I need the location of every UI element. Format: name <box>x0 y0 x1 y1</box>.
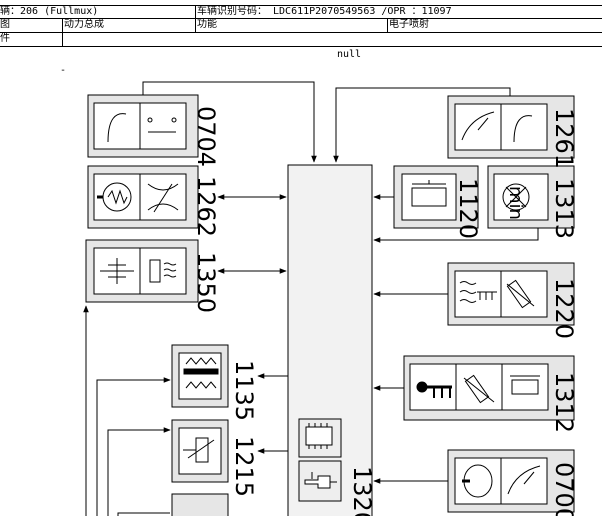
component-1312 <box>403 355 575 421</box>
sensor-curve-icon <box>513 115 533 143</box>
thermistor-icon <box>464 374 490 404</box>
header-cell: 件 <box>0 33 10 44</box>
code-1312: 1312 <box>550 372 578 433</box>
component-1262 <box>87 165 199 229</box>
component-1120 <box>393 165 479 229</box>
header-divider <box>387 18 388 32</box>
header-divider <box>195 5 196 32</box>
wire <box>142 81 317 163</box>
header-table: 辆：206 (Fullmux) 车辆识别号码： LDC611P207054956… <box>0 0 602 48</box>
sensor-curve-icon <box>107 113 127 143</box>
header-divider <box>62 18 63 46</box>
component-1220 <box>447 262 575 326</box>
ecu-injector-icon <box>298 460 342 502</box>
code-1262: 1262 <box>192 176 220 237</box>
component-1350 <box>85 239 199 303</box>
speed-sensor-icon <box>502 183 530 211</box>
header-cell: 功能 <box>197 19 217 30</box>
component-1135 <box>171 344 229 408</box>
header-rule <box>0 46 602 47</box>
component-1215 <box>171 419 229 483</box>
header-cell: 图 <box>0 19 10 30</box>
code-1215: 1215 <box>230 436 258 497</box>
wire <box>107 427 171 516</box>
coolant-temp-icon <box>459 281 477 303</box>
wire <box>373 228 539 243</box>
code-1220: 1220 <box>550 278 578 339</box>
header-rule <box>0 32 602 33</box>
code-1261: 1261 <box>550 108 578 169</box>
code-1120: 1120 <box>454 178 482 239</box>
thermistor-icon <box>506 279 532 309</box>
vin-number: 车辆识别号码： LDC611P2070549563 /OPR ：11097 <box>197 6 452 17</box>
header-cell: 电子喷射 <box>389 19 429 30</box>
code-1320: 1320 <box>348 466 376 516</box>
ecu-chip-icon <box>298 418 342 458</box>
header-rule <box>0 5 602 6</box>
component-1313 <box>487 165 575 229</box>
wire <box>333 87 511 163</box>
code-0700: 0700 <box>550 462 578 516</box>
coil-icon <box>185 357 217 365</box>
component-0700 <box>447 449 575 513</box>
wire <box>117 512 170 516</box>
throttle-icon <box>147 183 179 191</box>
dash-mark: - <box>60 65 67 76</box>
component-1261 <box>447 95 575 159</box>
code-1350: 1350 <box>192 252 220 313</box>
code-1313-sub: min <box>505 186 526 220</box>
gauge-icon <box>461 111 495 141</box>
component-0704 <box>87 94 199 158</box>
code-1135: 1135 <box>230 360 258 421</box>
gauge-icon <box>507 465 541 495</box>
code-0704: 0704 <box>192 106 220 167</box>
code-1313: 1313 <box>550 178 578 239</box>
component-partial <box>171 493 229 516</box>
vehicle-name: 辆：206 (Fullmux) <box>0 6 99 17</box>
resistor-icon <box>149 259 161 283</box>
header-rule <box>0 18 602 19</box>
sensor-box-icon <box>511 379 539 395</box>
diagram-title: null <box>337 49 362 60</box>
header-cell: 动力总成 <box>64 19 104 30</box>
knock-sensor-icon <box>411 187 447 207</box>
wire <box>96 377 171 516</box>
